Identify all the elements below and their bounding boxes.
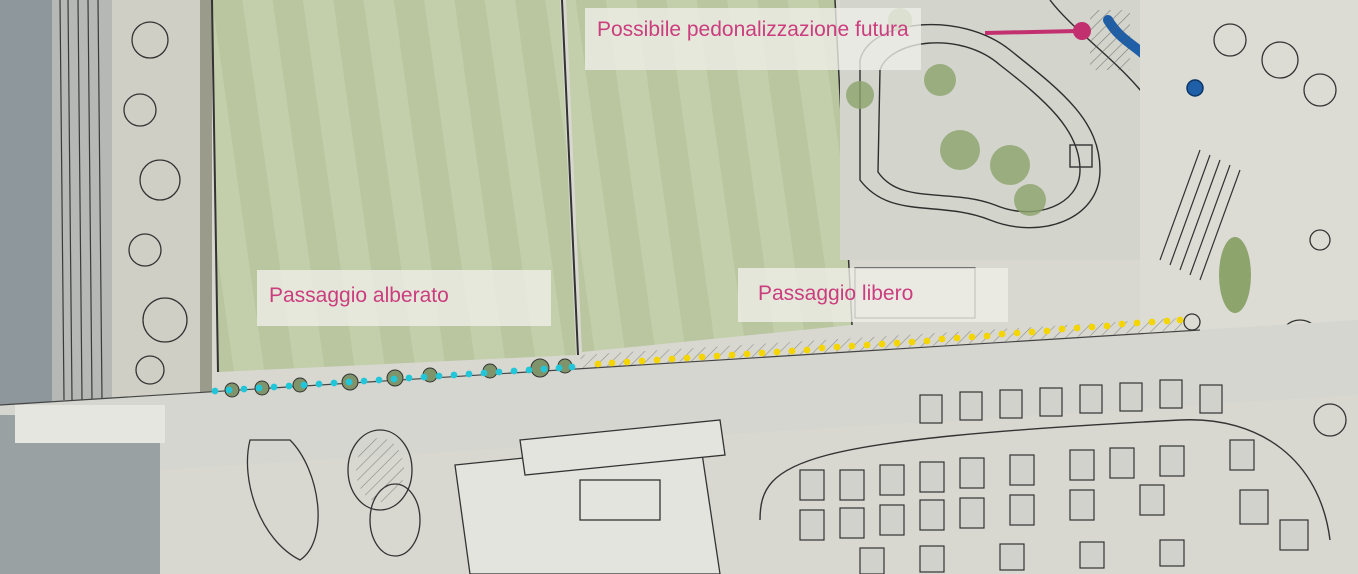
roundabout-icon xyxy=(1183,313,1201,331)
mobile-homes xyxy=(799,379,1309,574)
future-marker-line xyxy=(984,29,1079,35)
railway-lines xyxy=(59,0,103,401)
parking-stripes xyxy=(1159,149,1241,281)
free-passage-dots xyxy=(594,316,1184,368)
blue-dot-icon xyxy=(1186,79,1204,97)
label-tree-passage: Passaggio alberato xyxy=(257,270,551,326)
tree-passage-dots xyxy=(211,363,576,395)
label-free-passage: Passaggio libero xyxy=(738,268,1008,322)
label-future-pedestrianization: Possibile pedonalizzazione futura xyxy=(585,8,921,70)
sports-field-right xyxy=(566,0,852,352)
hedge xyxy=(200,0,212,400)
magenta-pin-icon xyxy=(1073,22,1091,40)
road xyxy=(0,320,1358,480)
green-island xyxy=(1219,237,1251,313)
tree-icon xyxy=(123,21,188,385)
buildings xyxy=(454,419,726,574)
